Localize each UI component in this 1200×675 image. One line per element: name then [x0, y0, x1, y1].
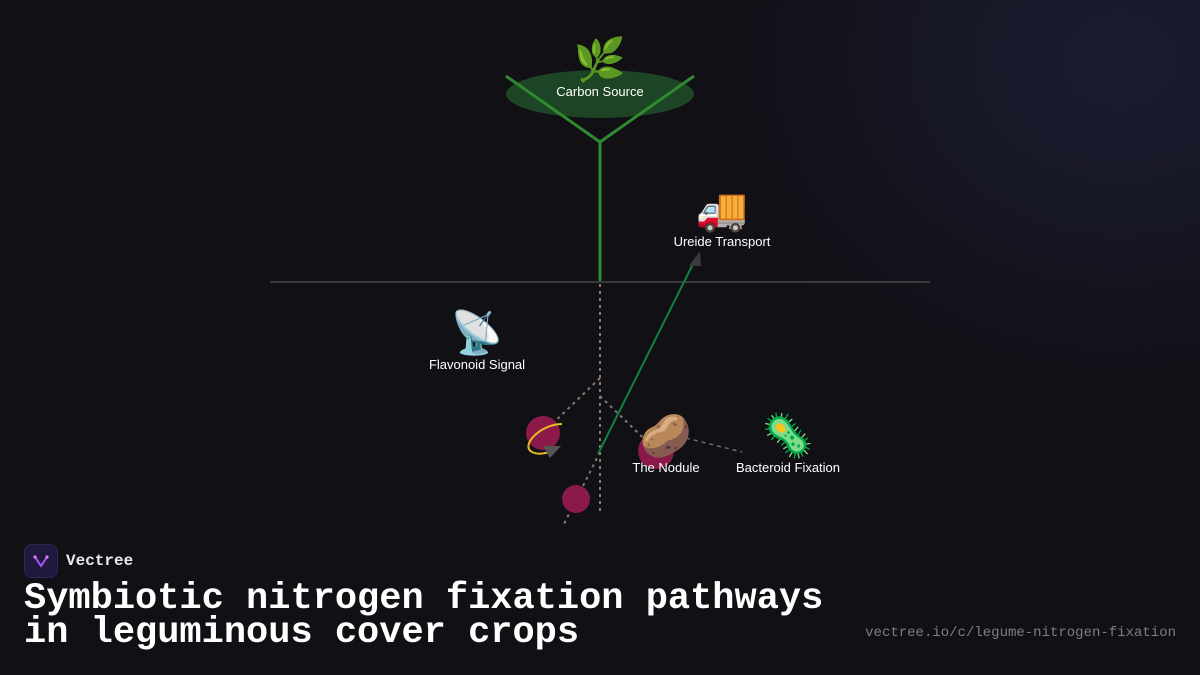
- page-title: Symbiotic nitrogen fixation pathways in …: [24, 578, 824, 654]
- nodule-label: The Nodule: [632, 460, 700, 475]
- title-line-1: Symbiotic nitrogen fixation pathways: [24, 578, 824, 620]
- delivery-truck-icon: 🚚: [695, 185, 749, 234]
- nodule-bottom: [562, 485, 590, 513]
- brand-name: Vectree: [66, 552, 134, 570]
- xylem-arrow: [597, 261, 695, 455]
- carbon-source-node: 🌿 Carbon Source: [556, 35, 644, 100]
- signal-arrowhead: [543, 446, 561, 458]
- brand[interactable]: Vectree: [24, 544, 133, 578]
- root-system: [547, 284, 669, 525]
- bacteroid-fixation-label: Bacteroid Fixation: [735, 460, 841, 475]
- source-url[interactable]: vectree.io/c/legume-nitrogen-fixation: [865, 625, 1176, 641]
- carbon-source-label: Carbon Source: [556, 84, 644, 99]
- ureide-transport-label: Ureide Transport: [673, 234, 771, 249]
- nodule-right: [638, 433, 674, 469]
- nodule-node: 🥔 The Nodule: [632, 411, 700, 476]
- ureide-transport-node: 🚚 Ureide Transport: [673, 185, 771, 250]
- xylem-arrowhead: [689, 251, 701, 266]
- herb-icon: 🌿: [573, 35, 627, 84]
- vectree-logo-icon: [24, 544, 58, 578]
- flavonoid-signal-label: Flavonoid Signal: [428, 357, 526, 372]
- bacteroid-fixation-node: 🦠 Bacteroid Fixation: [735, 411, 841, 476]
- bacteroid-link: [685, 437, 743, 453]
- title-line-2: in leguminous cover crops: [24, 612, 580, 654]
- flavonoid-signal-node: 📡 Flavonoid Signal: [428, 308, 526, 373]
- microbe-icon: 🦠: [761, 411, 815, 460]
- nodule-left: [526, 416, 560, 450]
- potato-icon: 🥔: [639, 411, 693, 460]
- satellite-dish-icon: 📡: [450, 308, 504, 357]
- leaf-shape: [506, 70, 694, 118]
